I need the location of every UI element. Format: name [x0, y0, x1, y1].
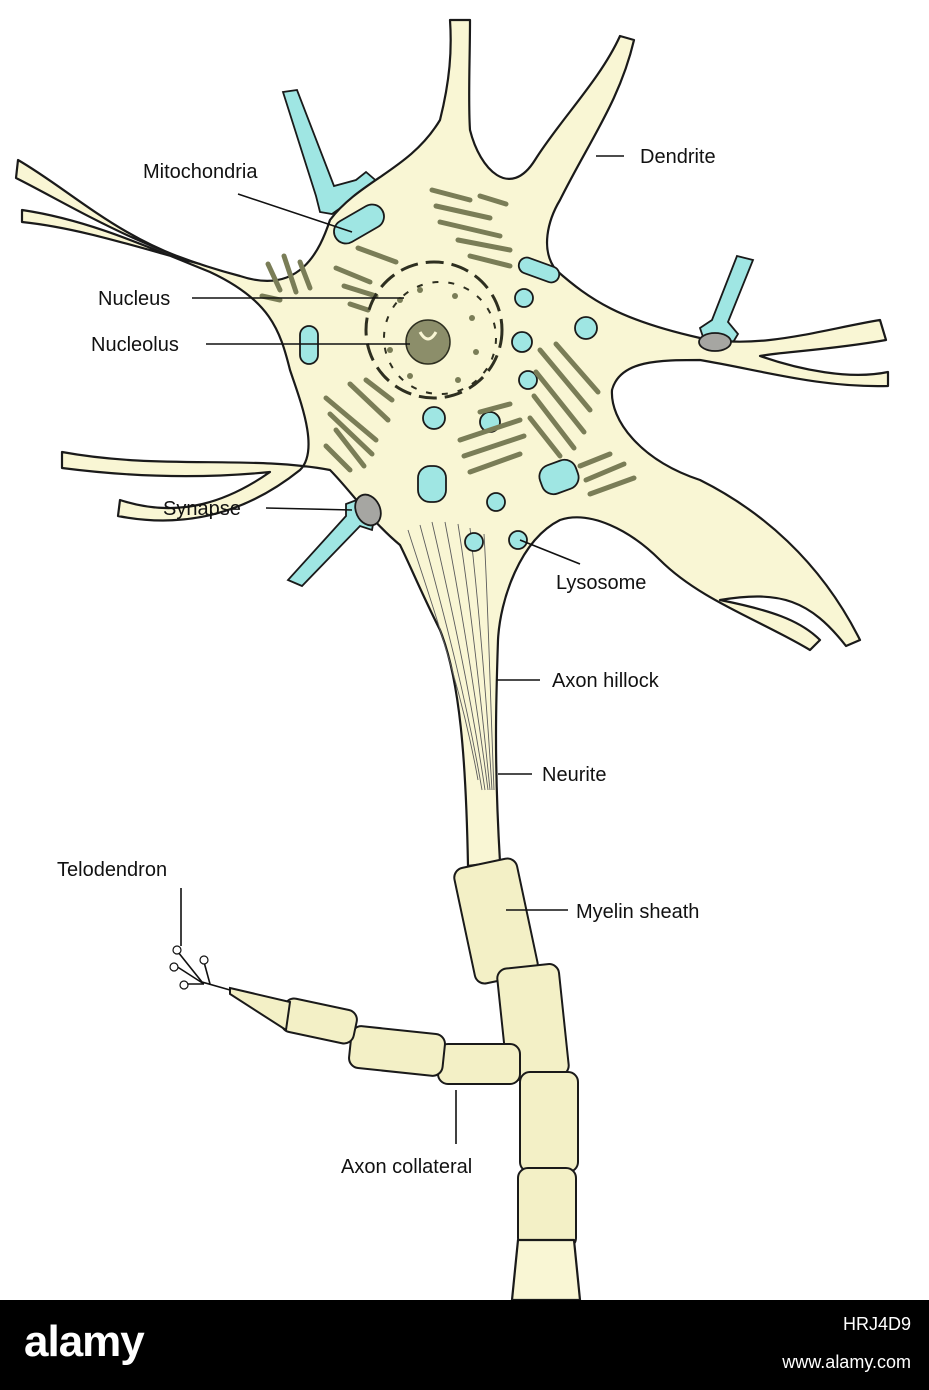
synaptic-knob-right: [698, 332, 732, 352]
mitochondria: [299, 203, 580, 503]
synaptic-knob-left: [354, 493, 382, 527]
neuron-diagram: Mitochondria Dendrite Nucleus Nucleolus …: [14, 18, 890, 1300]
site-url: www.alamy.com: [782, 1352, 911, 1372]
nucleolus: [405, 319, 451, 365]
label-synapse: Synapse: [163, 498, 241, 520]
watermark-bar: alamy HRJ4D9 www.alamy.com: [0, 1300, 929, 1390]
axon-terminal-stub: [510, 1238, 582, 1300]
myelin-segments: [453, 857, 579, 1249]
nucleus: [364, 260, 504, 400]
synaptic-terminal-right: [698, 254, 755, 345]
hillock-fibers: [407, 521, 495, 791]
cell-body: [14, 18, 890, 868]
telodendron-branches: [169, 945, 231, 991]
label-mitochondria: Mitochondria: [143, 161, 258, 183]
label-axon-collateral: Axon collateral: [341, 1156, 472, 1178]
label-dendrite: Dendrite: [640, 146, 716, 168]
image-id: HRJ4D9: [842, 1314, 911, 1334]
label-neurite: Neurite: [542, 764, 606, 786]
nissl-bodies: [259, 187, 637, 497]
axon-collateral-segments: [229, 986, 521, 1085]
label-nucleolus: Nucleolus: [91, 334, 179, 356]
leader-lines: [180, 155, 624, 1144]
label-nucleus: Nucleus: [98, 288, 170, 310]
label-lysosome: Lysosome: [556, 572, 646, 594]
label-telodendron: Telodendron: [57, 859, 167, 881]
label-axon-hillock: Axon hillock: [552, 670, 660, 692]
label-myelin-sheath: Myelin sheath: [576, 901, 699, 923]
brand-logo: alamy: [24, 1317, 145, 1366]
